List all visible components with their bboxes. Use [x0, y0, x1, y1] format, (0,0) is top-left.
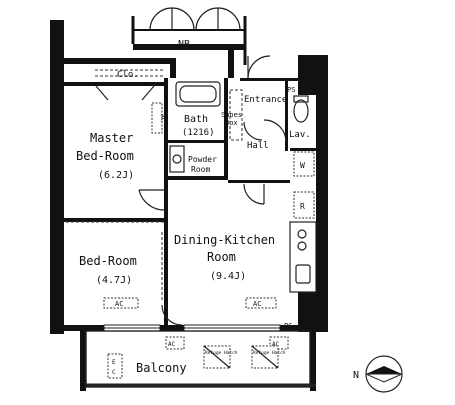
dk-ac-label: AC — [253, 300, 261, 308]
balcony-ac-2-label: AC — [272, 341, 280, 348]
compass: N — [353, 355, 403, 393]
shoes-label-1: Shoes — [221, 111, 242, 119]
dk-name-1: Dining-Kitchen — [174, 233, 275, 247]
outer-walls — [50, 20, 328, 391]
compass-n-label: N — [353, 370, 359, 381]
powder-name-1: Powder — [188, 155, 217, 164]
washer-label: W — [300, 161, 305, 170]
bedroom-ac-label: AC — [115, 300, 123, 308]
interior-walls — [64, 78, 316, 325]
refrigerator-label: R — [300, 202, 305, 211]
bedroom: Bed-Room (4.7J) AC — [66, 221, 164, 309]
balcony: E C Balcony AC AC Refuge Hatch Refuge Ha… — [85, 330, 316, 388]
refuge-hatch-2-label: Refuge Hatch — [253, 350, 286, 356]
balcony-e-label: E — [112, 359, 116, 366]
dk-name-2: Room — [207, 250, 236, 264]
sliding-windows: PS — [103, 322, 292, 332]
entrance-label: Entrance — [244, 95, 287, 105]
hall-label: Hall — [247, 141, 269, 151]
master-bedroom-name-2: Bed-Room — [76, 149, 134, 163]
closet: Clo. — [95, 69, 163, 101]
master-bedroom-name-1: Master — [90, 131, 133, 145]
balcony-c-label: C — [112, 369, 116, 376]
dining-kitchen: Dining-Kitchen Room (9.4J) AC R — [161, 183, 317, 326]
closet-label: Clo. — [117, 70, 139, 80]
washer: W — [293, 151, 315, 177]
bath: Bath (1216) — [175, 81, 221, 138]
powder-name-2: Room — [191, 165, 210, 174]
lavatory: Lav. — [263, 95, 311, 143]
master-bedroom: Master Bed-Room (6.2J) AC — [76, 102, 166, 211]
ps-top-label: PS — [287, 86, 295, 94]
bedroom-name: Bed-Room — [79, 254, 137, 268]
balcony-ac-1-label: AC — [168, 341, 176, 348]
master-bedroom-size: (6.2J) — [98, 170, 134, 181]
bath-name: Bath — [184, 114, 208, 125]
bath-size: (1216) — [182, 128, 215, 138]
refuge-hatch-1-label: Refuge Hatch — [205, 350, 238, 356]
lavatory-label: Lav. — [289, 130, 311, 140]
master-ac-label: AC — [159, 114, 166, 122]
ps-bottom-label: PS — [284, 322, 292, 330]
balcony-name: Balcony — [136, 361, 187, 375]
bedroom-size: (4.7J) — [96, 275, 132, 286]
entrance-area: PS Entrance Shoes Box Hall — [221, 55, 295, 151]
powder-room: Powder Room — [169, 145, 217, 174]
dk-size: (9.4J) — [210, 271, 246, 282]
shoes-label-2: Box — [225, 119, 238, 127]
